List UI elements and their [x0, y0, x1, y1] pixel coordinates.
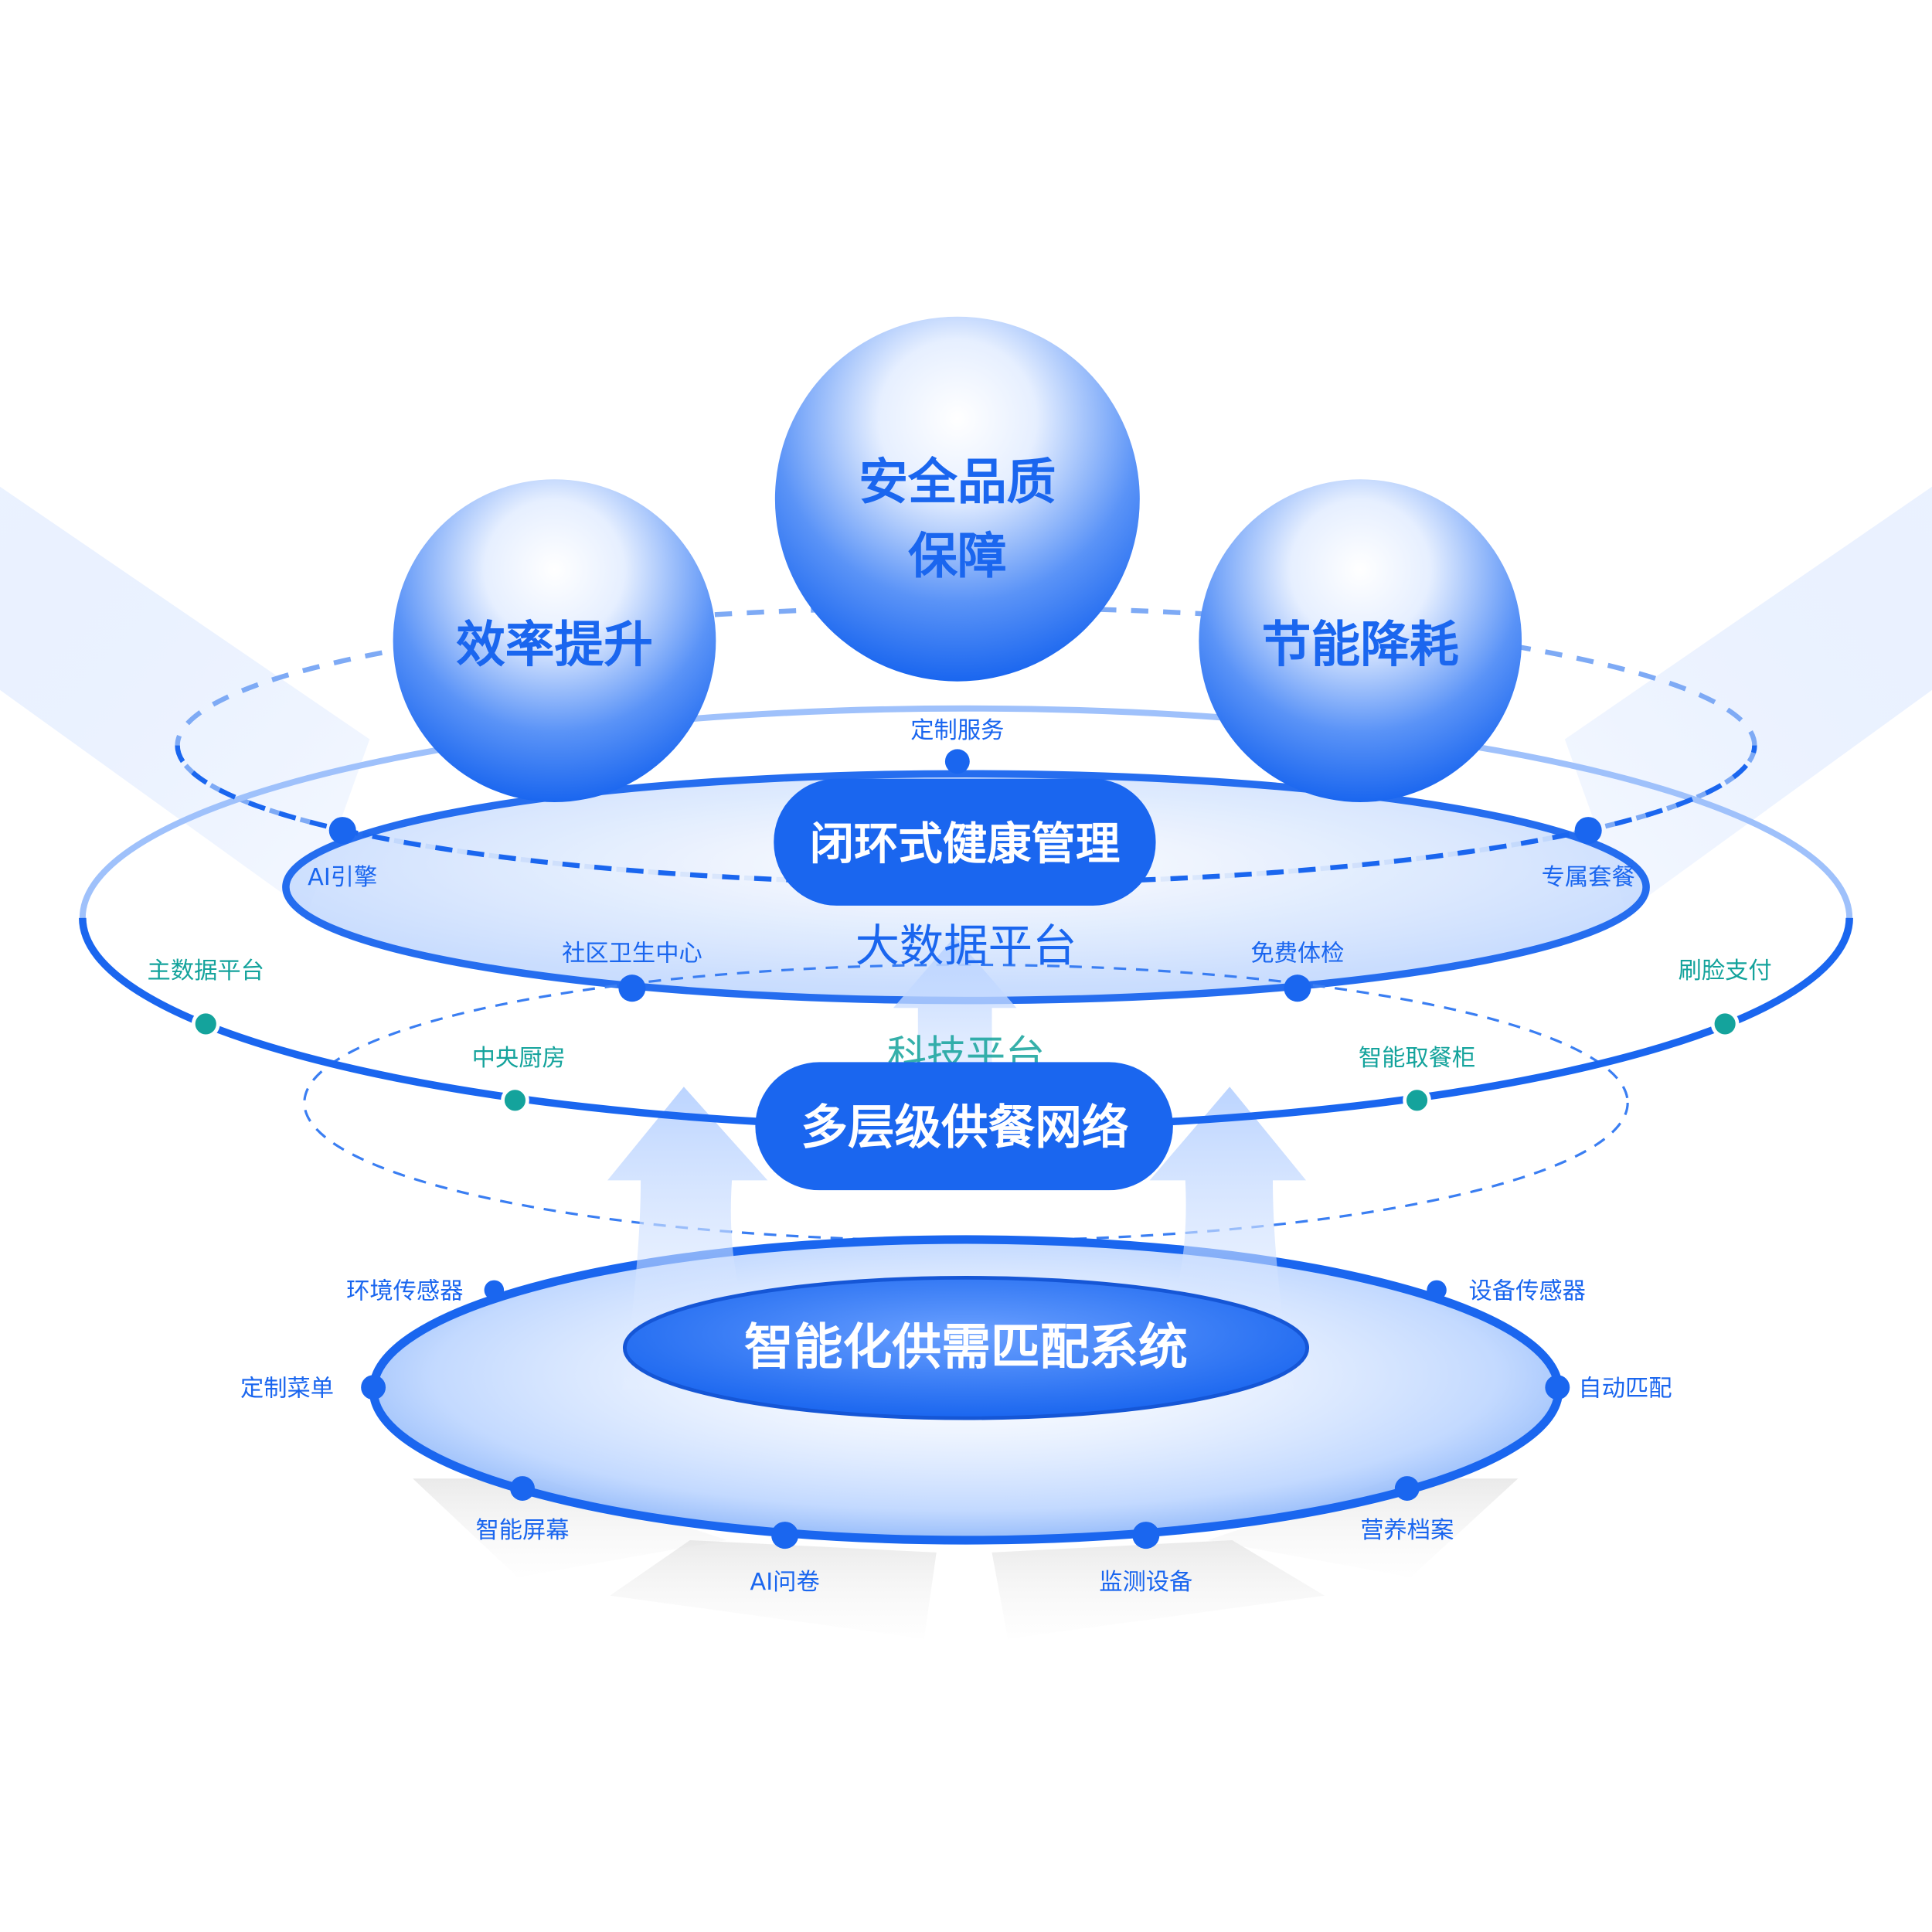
- node-nutrition-file: [1394, 1476, 1420, 1501]
- pill-meal-network: [755, 1062, 1173, 1191]
- node-smart-screen-label: 智能屏幕: [475, 1517, 569, 1544]
- node-auto-match-label: 自动匹配: [1578, 1375, 1672, 1402]
- node-free-checkup-label: 免费体检: [1250, 940, 1344, 968]
- node-nutrition-file-label: 营养档案: [1360, 1517, 1454, 1544]
- node-custom-service: [944, 749, 970, 774]
- pill-health-management: [774, 778, 1156, 906]
- node-custom-service-label: 定制服务: [910, 717, 1004, 744]
- floor-shadow: [413, 1478, 1519, 1639]
- sphere-safety-quality: [774, 316, 1140, 682]
- node-exclusive-meal-label: 专属套餐: [1542, 864, 1635, 891]
- pill-health-management-label: 闭环式健康管理: [810, 818, 1121, 869]
- node-ai-engine: [328, 817, 356, 845]
- node-central-kitchen: [501, 1086, 529, 1115]
- node-smart-locker: [1403, 1086, 1431, 1115]
- node-community-health-label: 社区卫生中心: [562, 940, 702, 968]
- node-community-health: [618, 975, 646, 1002]
- node-custom-menu: [361, 1375, 386, 1400]
- system-inner-disk: [622, 1275, 1310, 1420]
- node-monitor-device-label: 监测设备: [1099, 1569, 1192, 1596]
- big-data-platform-label: 大数据平台: [855, 920, 1077, 972]
- sphere-efficiency: [393, 479, 716, 802]
- sphere-safety-line2: 保障: [908, 528, 1007, 585]
- node-ai-engine-label: AI引擎: [308, 864, 377, 891]
- node-smart-locker-label: 智能取餐柜: [1359, 1045, 1475, 1072]
- node-face-pay-label: 刷脸支付: [1679, 957, 1772, 985]
- node-ai-survey-label: AI问卷: [750, 1569, 820, 1596]
- node-device-sensor: [1427, 1280, 1447, 1301]
- sphere-energy-label: 节能降耗: [1262, 617, 1459, 674]
- upper-nodes: 定制服务 AI引擎 专属套餐 社区卫生中心 免费体检: [308, 717, 1635, 1002]
- node-face-pay: [1710, 1009, 1740, 1039]
- lower-nodes: 环境传感器 设备传感器 定制菜单 自动匹配 智能屏幕 营养档案 AI问卷 监测设…: [240, 1277, 1672, 1595]
- node-custom-menu-label: 定制菜单: [240, 1375, 334, 1402]
- sphere-safety-line1: 安全品质: [859, 454, 1056, 512]
- upper-dashed-orbit-front: [175, 745, 1757, 886]
- node-device-sensor-label: 设备传感器: [1469, 1277, 1586, 1304]
- node-ai-survey: [771, 1522, 799, 1549]
- node-central-kitchen-label: 中央厨房: [472, 1045, 566, 1072]
- right-light-beam: [1564, 486, 1932, 912]
- node-free-checkup: [1284, 975, 1311, 1002]
- node-master-data: [191, 1009, 220, 1039]
- sphere-energy-saving: [1199, 479, 1522, 802]
- system-label: 智能化供需匹配系统: [744, 1319, 1188, 1376]
- node-env-sensor: [484, 1280, 505, 1301]
- left-light-beam: [0, 486, 370, 912]
- node-smart-screen: [510, 1476, 535, 1501]
- node-auto-match: [1545, 1375, 1570, 1400]
- node-env-sensor-label: 环境传感器: [346, 1277, 463, 1304]
- middle-nodes: 主数据平台 刷脸支付 中央厨房 智能取餐柜: [148, 957, 1772, 1115]
- pill-meal-network-label: 多层级供餐网络: [801, 1101, 1128, 1155]
- node-exclusive-meal: [1574, 817, 1602, 845]
- node-monitor-device: [1132, 1522, 1160, 1549]
- node-master-data-label: 主数据平台: [148, 957, 264, 985]
- sphere-efficiency-label: 效率提升: [456, 617, 653, 674]
